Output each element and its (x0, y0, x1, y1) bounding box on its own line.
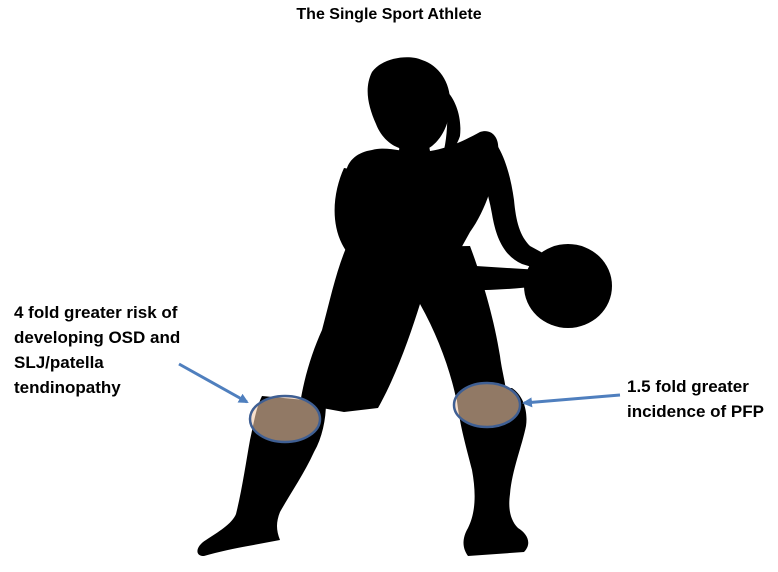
athlete-silhouette (197, 57, 612, 556)
knee-highlight-right (454, 383, 520, 427)
annotation-left-line: tendinopathy (14, 375, 180, 400)
annotation-right: 1.5 fold greater incidence of PFP (627, 374, 764, 424)
annotation-left: 4 fold greater risk of developing OSD an… (14, 300, 180, 400)
annotation-right-line: incidence of PFP (627, 399, 764, 424)
annotation-right-line: 1.5 fold greater (627, 374, 764, 399)
arrow-right (524, 395, 620, 403)
arrow-left (179, 364, 247, 402)
annotation-left-line: developing OSD and (14, 325, 180, 350)
annotation-left-line: 4 fold greater risk of (14, 300, 180, 325)
knee-highlight-left (250, 396, 320, 442)
annotation-left-line: SLJ/patella (14, 350, 180, 375)
